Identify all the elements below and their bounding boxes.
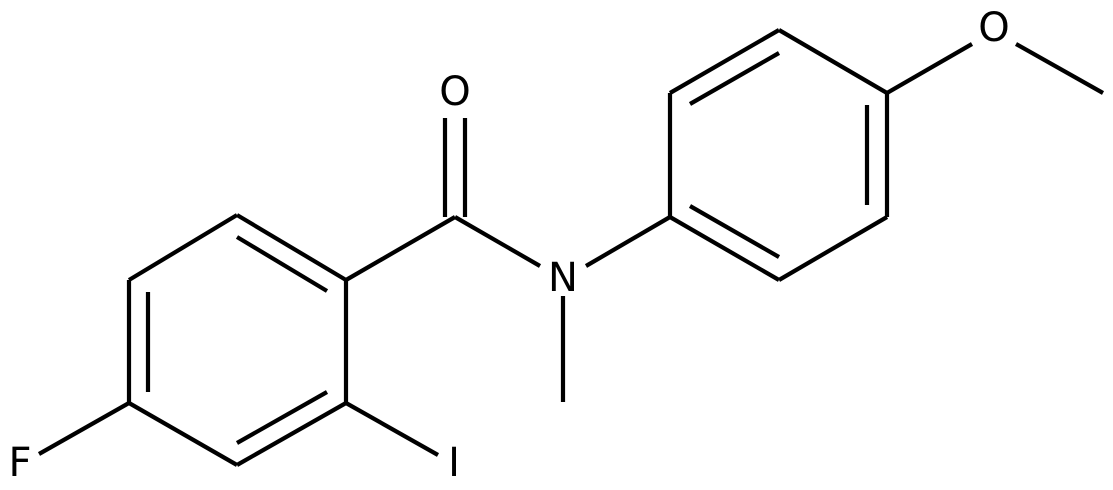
iodine-label: I	[448, 440, 460, 486]
fluorine-label: F	[8, 440, 31, 486]
bond-ring2-c6-c1-inner	[688, 204, 781, 259]
bond-ring2-c6-c1	[668, 215, 781, 282]
bond-methoxy-methyl	[1014, 42, 1105, 95]
bond-ring1-c1-c2	[235, 213, 348, 282]
bond-ring1-c6-c1	[127, 213, 239, 282]
nitrogen-label: N	[548, 255, 578, 301]
bond-ring-carbonyl	[344, 215, 457, 282]
bond-ring1-c3-c4-inner	[235, 390, 329, 445]
bond-ring-fluorine	[37, 401, 131, 456]
bond-ring2-c5-c6	[777, 215, 889, 282]
bond-ring1-c3-c4	[235, 401, 348, 467]
bond-ring-methoxy-oxygen	[885, 42, 974, 95]
bond-ring1-c1-c2-inner	[235, 235, 329, 293]
bond-ring2-c2-c3-inner	[688, 51, 781, 106]
methoxy-oxygen-label: O	[978, 5, 1009, 51]
bond-nitrogen-aryl	[584, 215, 672, 268]
bond-ring-iodine	[344, 401, 440, 457]
atom-labels: O N F I O	[8, 5, 1009, 486]
bond-ring2-c2-c3	[668, 28, 781, 95]
bonds	[37, 28, 1105, 467]
carbonyl-oxygen-label: O	[439, 69, 470, 115]
bond-ring1-c4-c5	[127, 401, 239, 467]
bond-ring2-c3-c4	[777, 28, 889, 95]
bond-carbonyl-nitrogen	[453, 215, 542, 268]
